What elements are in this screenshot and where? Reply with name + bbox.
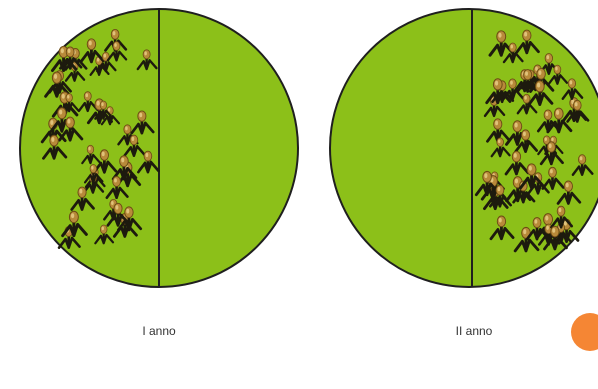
field-year-2 (330, 9, 598, 287)
field-year-1 (20, 9, 298, 287)
year-1-label: I anno (119, 324, 199, 338)
year-2-label: II anno (434, 324, 514, 338)
